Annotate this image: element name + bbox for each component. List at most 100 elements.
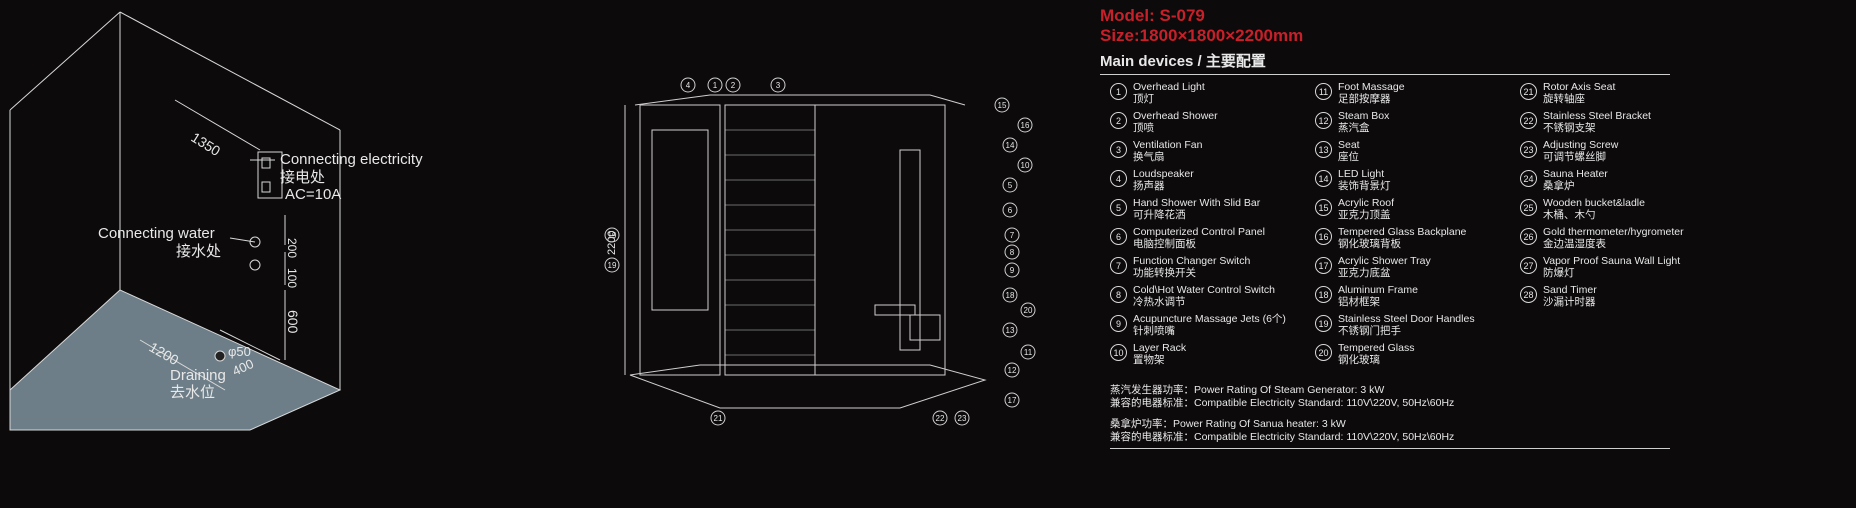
device-number: 17 [1315,257,1332,274]
callout-number: 14 [1006,141,1015,150]
device-number: 12 [1315,112,1332,129]
model-title: Model: S-079 [1100,6,1205,25]
dim-600-label: 600 [285,310,301,334]
device-number: 7 [1110,257,1127,274]
device-number: 3 [1110,141,1127,158]
device-name-cn: 防爆灯 [1543,267,1575,279]
callout-number: 2 [731,81,736,90]
callout-circle [1004,362,1020,378]
device-name-cn: 换气扇 [1133,151,1165,163]
callout-circle [1004,227,1020,243]
device-name-en: LED Light [1338,168,1385,180]
dim-1350-label: 1350 [188,129,223,159]
device-number: 1 [1110,83,1127,100]
device-number: 19 [1315,315,1332,332]
callout-circle [1017,117,1033,133]
device-name-en: Acrylic Shower Tray [1338,255,1431,267]
device-name-en: Foot Massage [1338,81,1405,93]
callout-circle [1004,262,1020,278]
callout-circle [1002,137,1018,153]
power-line: 兼容的电器标准：Compatible Electricity Standard:… [1110,397,1455,409]
main-devices-heading: Main devices / 主要配置 [1100,50,1670,75]
callout-circle [1002,177,1018,193]
callout-number: 1 [713,81,718,90]
device-number: 18 [1315,286,1332,303]
device-number: 6 [1110,228,1127,245]
device-name-cn: 功能转换开关 [1133,267,1196,279]
power-line: 兼容的电器标准：Compatible Electricity Standard:… [1110,431,1455,443]
size-title: Size:1800×1800×2200mm [1100,26,1304,45]
device-number: 24 [1520,170,1537,187]
device-number: 11 [1315,83,1332,100]
callout-number: 3 [776,81,781,90]
device-name-cn: 蒸汽盒 [1338,122,1370,134]
device-name-en: Vapor Proof Sauna Wall Light [1543,255,1681,267]
device-name-cn: 旋转轴座 [1543,93,1585,105]
power-ratings: 蒸汽发生器功率：Power Rating Of Steam Generator:… [1110,384,1670,449]
device-number: 8 [1110,286,1127,303]
callout-number: 16 [1021,121,1030,130]
device-name-cn: 顶灯 [1133,93,1154,105]
callout-number: 20 [1024,306,1033,315]
device-number: 25 [1520,199,1537,216]
callout-circle [680,77,696,93]
device-name-cn: 钢化玻璃 [1338,354,1380,366]
callout-circle [604,257,620,273]
device-name-cn: 铝材框架 [1338,296,1380,308]
callout-number: 11 [1024,348,1033,357]
power-line: 蒸汽发生器功率：Power Rating Of Steam Generator:… [1110,384,1385,396]
connect-water-en: Connecting water [98,225,215,242]
divider [1110,448,1670,449]
device-number: 27 [1520,257,1537,274]
device-number: 28 [1520,286,1537,303]
device-name-cn: 装饰背景灯 [1338,180,1391,192]
device-name-en: Cold\Hot Water Control Switch [1133,284,1275,296]
sauna-center-panel [724,104,816,376]
device-name-en: Acrylic Roof [1338,197,1395,209]
wood-slats [725,129,815,356]
power-line: 桑拿炉功率：Power Rating Of Sanua heater: 3 kW [1110,418,1346,430]
device-name-cn: 亚克力底盆 [1338,267,1391,279]
callout-number: 4 [686,81,691,90]
device-name-cn: 木桶、木勺 [1543,209,1596,221]
callout-circle [710,410,726,426]
device-number: 9 [1110,315,1127,332]
foot-massage [909,314,941,341]
callout-circle [725,77,741,93]
callout-circle [1020,344,1036,360]
device-name-cn: 钢化玻璃背板 [1338,238,1401,250]
callout-number: 23 [958,414,967,423]
device-number: 5 [1110,199,1127,216]
device-name-cn: 针刺喷嘴 [1133,325,1175,337]
device-name-en: Aluminum Frame [1338,284,1418,296]
device-name-en: Sand Timer [1543,284,1597,296]
callout-number: 19 [608,231,617,240]
ac-rating: AC=10A [285,186,341,203]
device-name-en: Tempered Glass [1338,342,1415,354]
